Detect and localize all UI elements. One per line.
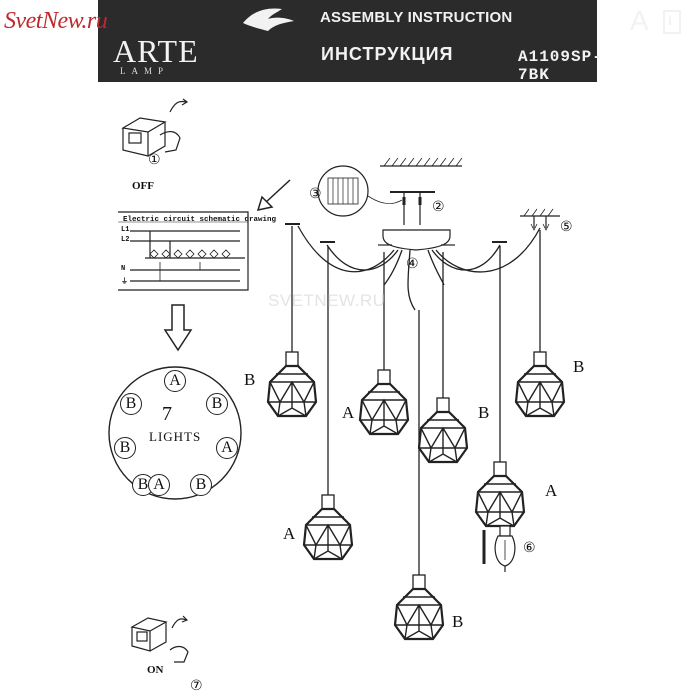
corner-watermark: SvetNew.ru (4, 8, 108, 34)
switch-off-icon (121, 98, 189, 157)
ring-position-letter: B (114, 437, 136, 459)
bird-logo-icon (243, 8, 294, 32)
switch-on-icon (130, 615, 189, 663)
model-number: A1109SP-7BK (518, 48, 603, 84)
step-1-marker: ① (148, 152, 161, 168)
lamp-shade-icon (474, 460, 526, 528)
lights-label: LIGHTS (149, 429, 202, 444)
lamp-shade-icon (358, 368, 410, 436)
off-label: OFF (132, 180, 154, 192)
title-english: ASSEMBLY INSTRUCTION (320, 9, 513, 26)
lamp-type-label: B (478, 403, 490, 422)
lamp-shade-icon (302, 493, 354, 561)
step-6-marker: ⑥ (523, 540, 536, 556)
wire-label: N (121, 265, 126, 273)
ring-position-letter: B (120, 393, 142, 415)
wire-label: L2 (121, 236, 130, 244)
circuit-schematic (118, 211, 249, 291)
header-bar: ASSEMBLY INSTRUCTION ИНСТРУКЦИЯ A1109SP-… (98, 0, 681, 84)
lamp-shade-icon (266, 350, 318, 418)
wire-label: L1 (121, 226, 130, 234)
ring-position-letter: A (216, 437, 238, 459)
lamp-type-label: A (545, 481, 558, 500)
lamp-type-label: B (452, 612, 464, 631)
schematic-title: Electric circuit schematic drawing (123, 216, 277, 224)
lights-count: 7 (162, 403, 172, 425)
logo-lamp: LAMP (120, 66, 170, 76)
lamp-type-label: A (283, 524, 296, 543)
info-icon: i (663, 10, 681, 34)
step-2-marker: ② (432, 199, 445, 215)
ring-position-letter: A (148, 474, 170, 496)
ring-position-letter: B (190, 474, 212, 496)
brand-letter: A (630, 5, 649, 36)
lamp-shade-icon (393, 573, 445, 641)
step-7-marker: ⑦ (190, 678, 203, 694)
bulb-icon (482, 525, 516, 572)
logo-arte: ARTE (113, 33, 199, 69)
lamp-type-label: A (342, 403, 355, 422)
lamp-shade-icon (514, 350, 566, 418)
step-4-marker: ④ (406, 256, 419, 272)
title-russian: ИНСТРУКЦИЯ (321, 44, 454, 64)
center-watermark: SVETNEW.RU (268, 291, 386, 310)
ring-position-letter: A (164, 370, 186, 392)
wire-label: ⏚ (121, 278, 128, 286)
ring-position-letter: B (206, 393, 228, 415)
step-3-marker: ③ (309, 186, 322, 202)
lamp-type-label: B (244, 370, 256, 389)
lamp-shade-icon (417, 396, 469, 464)
step-5-marker: ⑤ (560, 219, 573, 235)
on-label: ON (147, 664, 164, 676)
lamp-type-label: B (573, 357, 585, 376)
